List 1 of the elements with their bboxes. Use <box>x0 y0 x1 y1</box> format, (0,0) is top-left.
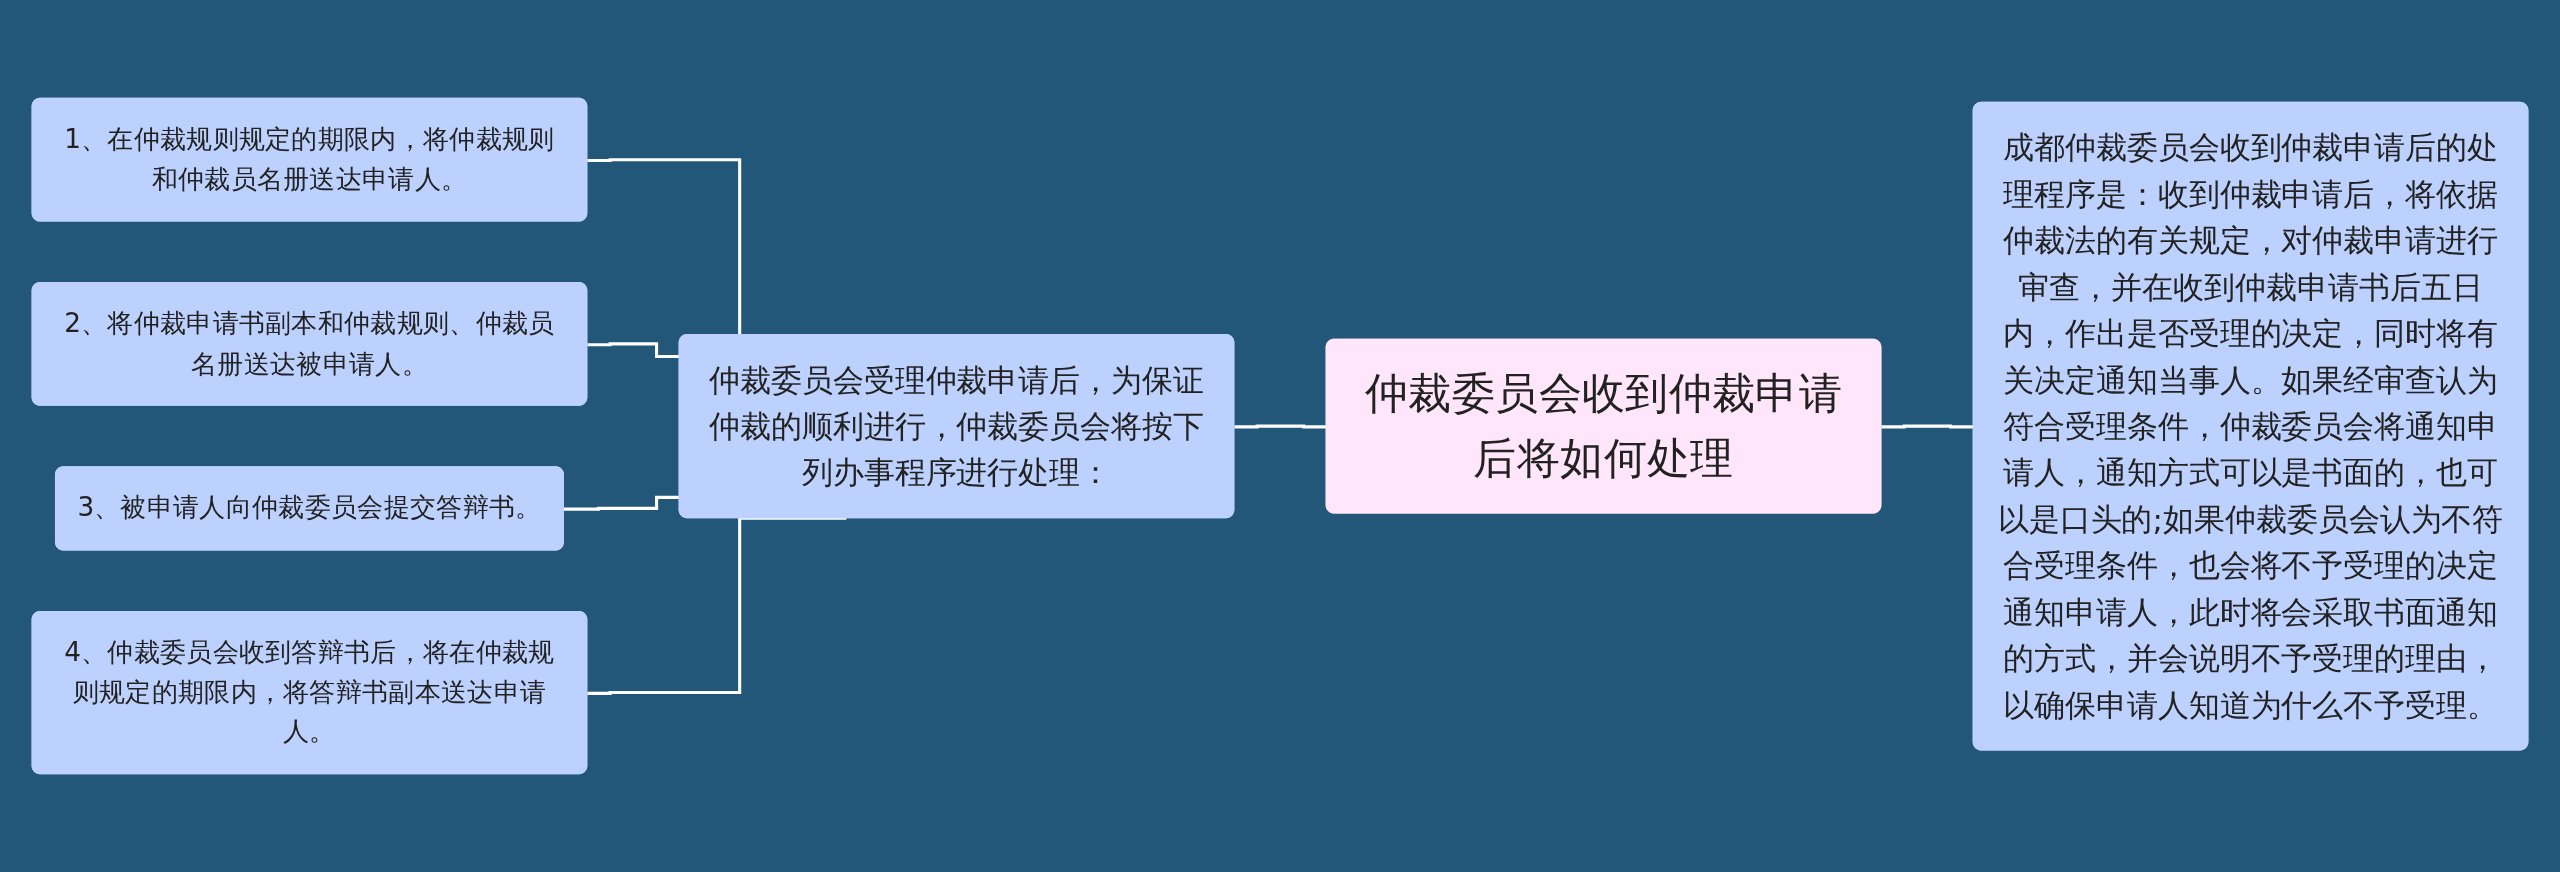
connector <box>587 516 847 695</box>
